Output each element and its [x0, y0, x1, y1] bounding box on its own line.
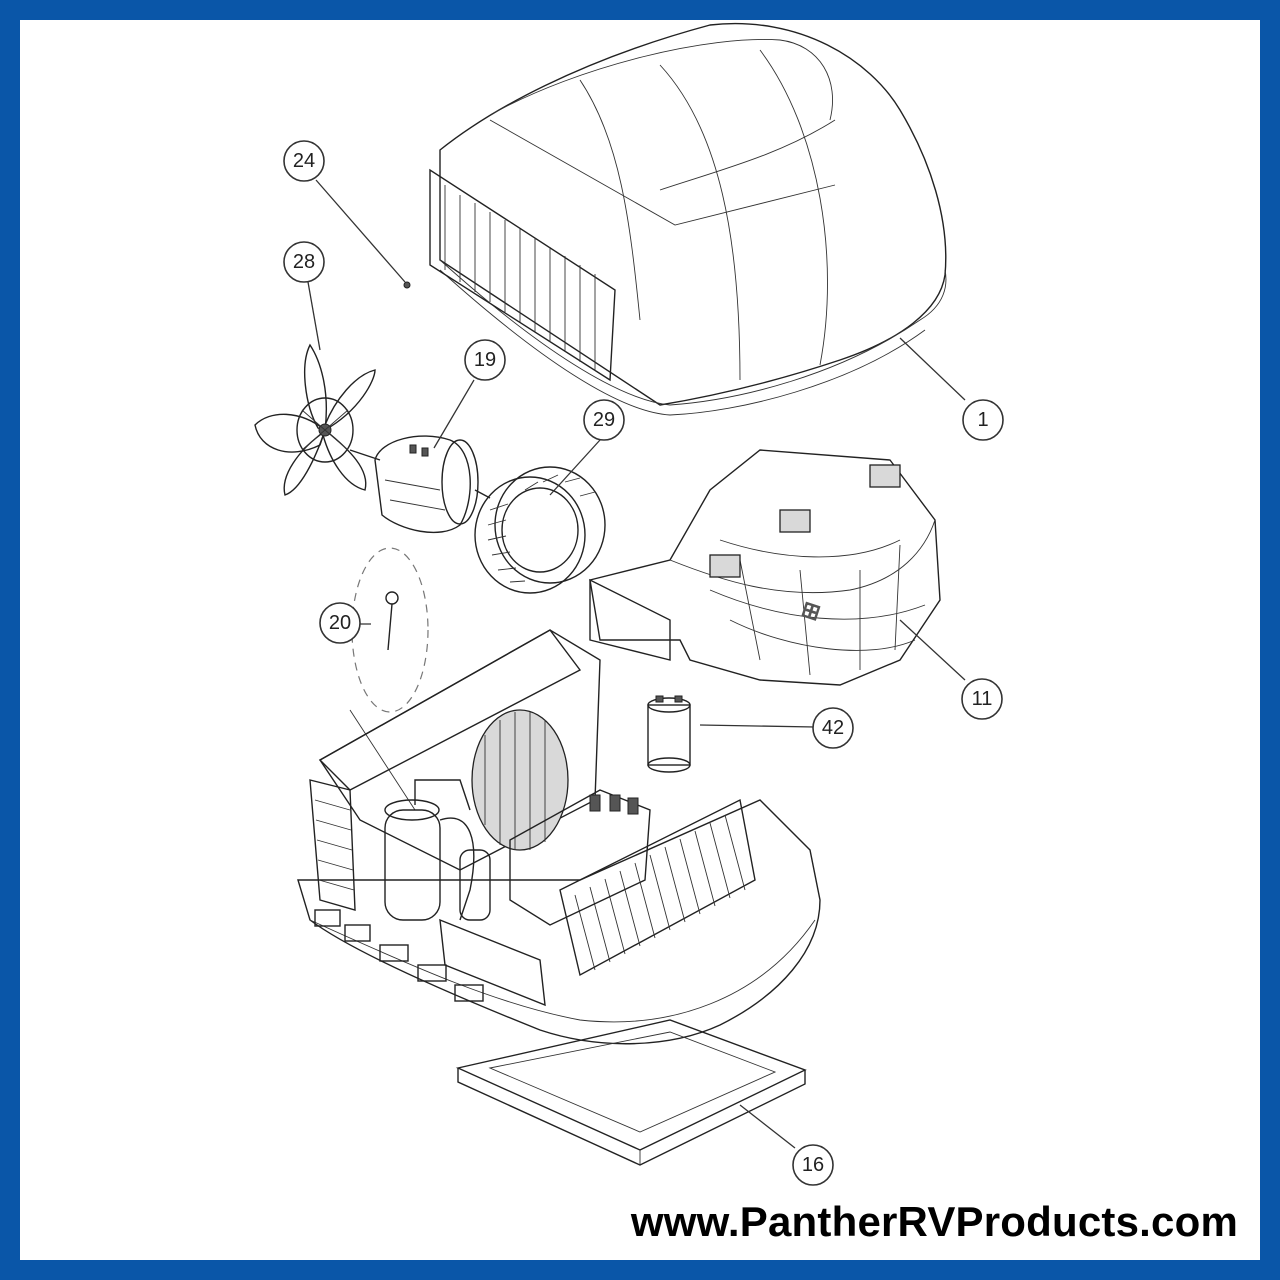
callout-1: 1 [962, 399, 1004, 441]
callout-19: 19 [464, 339, 506, 381]
callout-16: 16 [792, 1144, 834, 1186]
callout-11: 11 [961, 678, 1003, 720]
leader-lines [307, 179, 966, 1149]
capacitor [647, 695, 691, 773]
callout-24: 24 [283, 140, 325, 182]
diagram-panel: ⊞ [20, 20, 1260, 1260]
callout-29-label: 29 [593, 409, 615, 431]
callout-19-label: 19 [474, 349, 496, 371]
callout-20-label: 20 [329, 612, 351, 634]
exploded-parts-diagram: ⊞ [254, 23, 1004, 1186]
condenser-fan-blade [254, 343, 376, 496]
sensor-detail [349, 547, 429, 811]
callout-1-label: 1 [977, 409, 988, 431]
callout-20: 20 [319, 602, 361, 644]
callout-16-label: 16 [802, 1154, 824, 1176]
callout-42: 42 [812, 707, 854, 749]
callout-29: 29 [583, 399, 625, 441]
shroud-cover [429, 23, 947, 416]
callout-28-label: 28 [293, 251, 315, 273]
air-distribution-box: ⊞ [589, 449, 941, 686]
callout-11-label: 11 [972, 688, 993, 710]
fan-motor [349, 435, 491, 533]
callout-28: 28 [283, 241, 325, 283]
roof-gasket [455, 1019, 807, 1166]
base-pan-assembly [297, 629, 821, 1045]
callout-42-label: 42 [822, 717, 844, 739]
website-url: www.PantherRVProducts.com [630, 1198, 1238, 1245]
svg-text:⊞: ⊞ [798, 596, 823, 625]
blower-wheel [474, 466, 606, 594]
callout-24-label: 24 [293, 150, 315, 172]
